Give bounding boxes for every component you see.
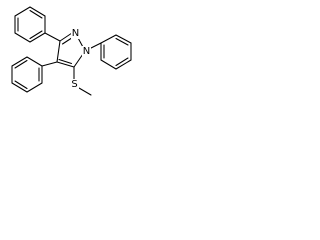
ring-double-bond bbox=[29, 30, 43, 40]
atom-label-n1: N bbox=[83, 46, 90, 57]
ring-double-bond bbox=[14, 59, 28, 69]
bond-c5-c4 bbox=[56, 61, 75, 68]
bond-n1-c5 bbox=[73, 53, 84, 68]
phenyl-ring-c3 bbox=[14, 6, 61, 43]
bond-c4-c3 bbox=[56, 40, 61, 63]
chemical-structure: N N S bbox=[11, 6, 132, 96]
atom-labels: N N S bbox=[70, 28, 91, 90]
bond-c4-phenyl bbox=[41, 61, 58, 67]
ring-double-bond bbox=[115, 57, 129, 67]
atom-label-s: S bbox=[71, 79, 77, 90]
ring-bond bbox=[14, 6, 31, 17]
ring-bond bbox=[115, 59, 132, 70]
ring-bond bbox=[29, 32, 46, 43]
methylthio-group bbox=[73, 66, 92, 96]
ring-bond bbox=[29, 6, 46, 17]
ring-bond bbox=[14, 32, 31, 43]
ring-bond bbox=[11, 82, 28, 93]
label-background bbox=[70, 79, 79, 90]
ring-bond bbox=[11, 56, 28, 67]
ring-bond bbox=[26, 82, 43, 93]
label-background bbox=[71, 28, 80, 39]
atom-label-n2: N bbox=[72, 28, 79, 39]
ring-double-bond bbox=[29, 9, 43, 19]
bond-c3-n2 bbox=[59, 32, 73, 42]
ring-double-bond bbox=[14, 80, 28, 90]
bond-c5-c4-double bbox=[58, 58, 73, 65]
ring-double-bond bbox=[115, 37, 129, 46]
ring-bond bbox=[100, 59, 117, 70]
label-background bbox=[82, 46, 91, 57]
phenyl-ring-c4 bbox=[11, 56, 58, 93]
ring-bond bbox=[100, 34, 117, 44]
ring-bond bbox=[26, 56, 43, 67]
phenyl-ring-n1 bbox=[88, 34, 132, 70]
bond-s-methyl bbox=[78, 87, 92, 96]
ring-bond bbox=[115, 34, 132, 44]
bond-c3-phenyl bbox=[44, 32, 61, 42]
